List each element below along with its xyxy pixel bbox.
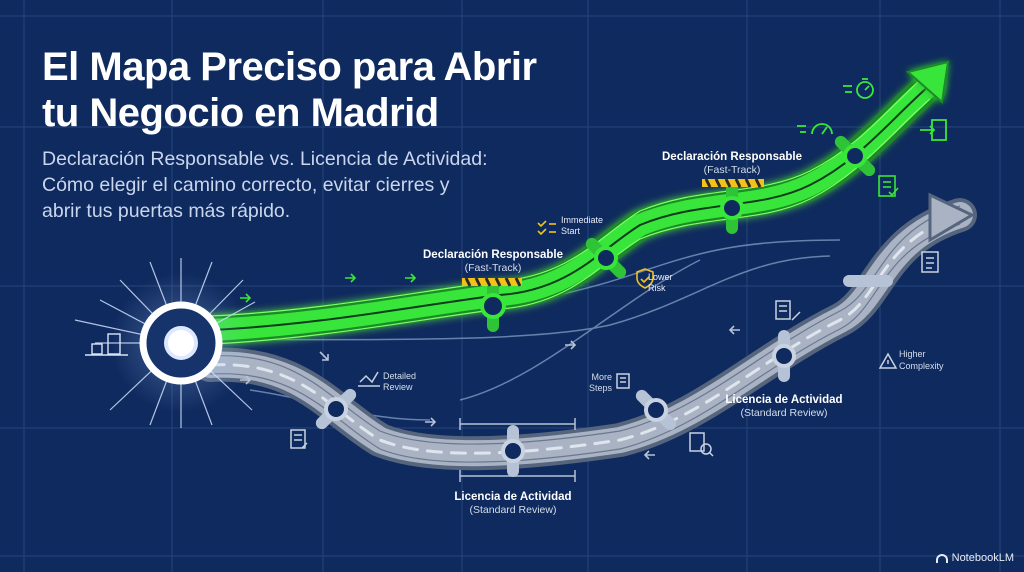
fast-track-road (195, 70, 945, 345)
brand-watermark: NotebookLM (935, 552, 1014, 564)
licencia-label-2-sub: (Standard Review) (741, 407, 828, 419)
start-hub (74, 258, 256, 428)
standard-arrowhead (928, 192, 976, 243)
caution-barrier-1 (462, 277, 522, 287)
door-exit-icon (920, 119, 947, 141)
lower-risk-line1: Lower (648, 272, 673, 282)
declaracion-label-1-title: Declaración Responsable (423, 249, 563, 261)
detailed-review-line2: Review (383, 382, 413, 392)
fast-track-arrowhead (905, 60, 950, 104)
document-check-icon (878, 175, 899, 197)
licencia-label-1-sub: (Standard Review) (470, 504, 557, 516)
detailed-review-icon (358, 371, 380, 387)
shield-check-icon (636, 268, 654, 289)
document-pen-icon (775, 300, 801, 321)
lower-risk-line2: Risk (648, 283, 666, 293)
notebooklm-logo-icon (935, 553, 948, 563)
immediate-start-line1: Immediate (561, 215, 603, 225)
detailed-review-line1: Detailed (383, 371, 416, 381)
document-list-icon (921, 251, 939, 273)
subtitle-line-3: abrir tus puertas más rápido. (42, 200, 291, 222)
page-subtitle: Declaración Responsable vs. Licencia de … (42, 146, 522, 224)
checkpoint-node-2 (585, 237, 627, 279)
document-icon-left (290, 429, 308, 449)
search-document-icon (689, 432, 714, 457)
direction-arrows (240, 273, 417, 303)
checkpoint-node-7 (635, 389, 677, 431)
immediate-start-line2: Start (561, 226, 581, 236)
subtitle-line-2: Cómo elegir el camino correcto, evitar c… (42, 174, 450, 196)
declaracion-label-2-sub: (Fast-Track) (704, 164, 761, 176)
declaracion-label-1-sub: (Fast-Track) (465, 262, 522, 274)
page-title: El Mapa Preciso para Abrir tu Negocio en… (42, 44, 537, 136)
speedometer-icon (797, 123, 833, 135)
title-line-1: El Mapa Preciso para Abrir (42, 45, 537, 89)
more-steps-icon (616, 373, 630, 389)
checkpoint-node-8 (772, 330, 796, 382)
review-bridge (459, 418, 576, 482)
checkpoint-node-5 (315, 388, 357, 430)
city-skyline-icon (85, 333, 128, 356)
checklist-icon (537, 220, 556, 236)
higher-complexity-line1: Higher (899, 349, 926, 359)
gray-direction-arrows (240, 325, 740, 460)
checkpoint-node-4 (834, 135, 876, 177)
brand-label: NotebookLM (951, 552, 1014, 564)
checkpoint-node-6 (501, 425, 525, 477)
more-steps-line1: More (591, 372, 612, 382)
checkpoint-node-1 (480, 280, 506, 332)
higher-complexity-line2: Complexity (899, 361, 944, 371)
title-line-2: tu Negocio en Madrid (42, 91, 439, 135)
caution-barrier-2 (702, 178, 764, 188)
subtitle-line-1: Declaración Responsable vs. Licencia de … (42, 148, 488, 170)
checkpoint-node-3 (720, 182, 744, 234)
checkpoint-node-9 (843, 275, 893, 287)
stopwatch-icon (843, 78, 874, 99)
declaracion-label-2-title: Declaración Responsable (662, 151, 802, 163)
warning-triangle-icon (878, 352, 898, 369)
licencia-label-2-title: Licencia de Actividad (725, 394, 842, 406)
licencia-label-1-title: Licencia de Actividad (454, 491, 571, 503)
more-steps-line2: Steps (589, 383, 613, 393)
